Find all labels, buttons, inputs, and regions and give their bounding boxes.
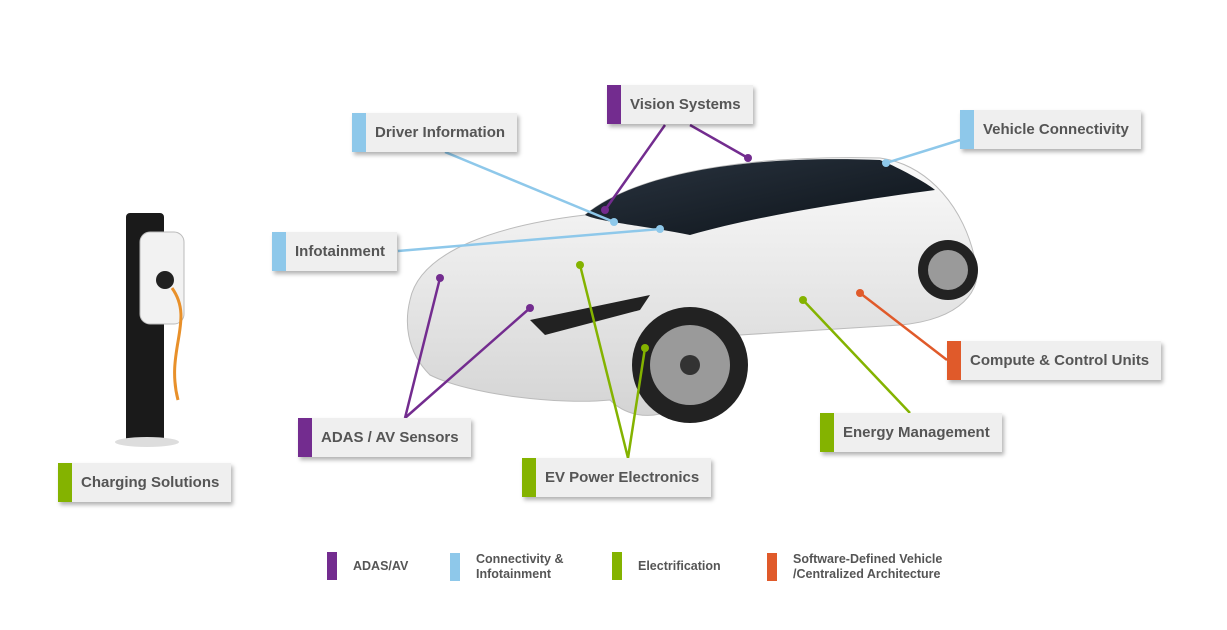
label-text: ADAS / AV Sensors (321, 429, 459, 446)
legend-swatch (327, 552, 337, 580)
label-text: Infotainment (295, 243, 385, 260)
label-text: EV Power Electronics (545, 469, 700, 486)
legend-swatch (450, 553, 460, 581)
label-text: Charging Solutions (81, 474, 220, 491)
label-text: Vision Systems (630, 96, 741, 113)
label-adas-sensors: ADAS / AV Sensors (298, 418, 471, 457)
label-text: Vehicle Connectivity (983, 121, 1129, 138)
legend-text: Electrification (638, 558, 721, 573)
label-charging-solutions: Charging Solutions (58, 463, 232, 502)
legend-swatch (612, 552, 622, 580)
label-infotainment: Infotainment (272, 232, 397, 271)
legend-text: Connectivity & (476, 552, 564, 566)
legend-swatch (767, 553, 777, 581)
label-vehicle-connectivity: Vehicle Connectivity (960, 110, 1141, 149)
legend-text: /Centralized Architecture (793, 567, 941, 581)
connector-dots (436, 154, 890, 352)
label-text: Compute & Control Units (970, 352, 1150, 369)
charger-illustration (115, 213, 185, 447)
legend-connectivity: Connectivity &Infotainment (450, 552, 646, 582)
label-text: Driver Information (375, 124, 506, 141)
legend-text: Infotainment (476, 567, 551, 581)
connector-lines (397, 123, 961, 459)
legend-adas: ADAS/AV (327, 552, 523, 580)
label-driver-information: Driver Information (352, 113, 518, 152)
legend-text: Software-Defined Vehicle (793, 552, 943, 566)
label-energy-management: Energy Management (820, 413, 1002, 452)
label-text: Energy Management (843, 424, 990, 441)
label-compute-control: Compute & Control Units (947, 341, 1162, 380)
legend-text: ADAS/AV (353, 558, 409, 573)
car-illustration (406, 157, 978, 423)
legend-electrification: Electrification (612, 552, 808, 580)
label-vision-systems: Vision Systems (607, 85, 753, 124)
label-ev-power-electronics: EV Power Electronics (522, 458, 712, 497)
legend-sdv: Software-Defined Vehicle/Centralized Arc… (767, 552, 963, 582)
